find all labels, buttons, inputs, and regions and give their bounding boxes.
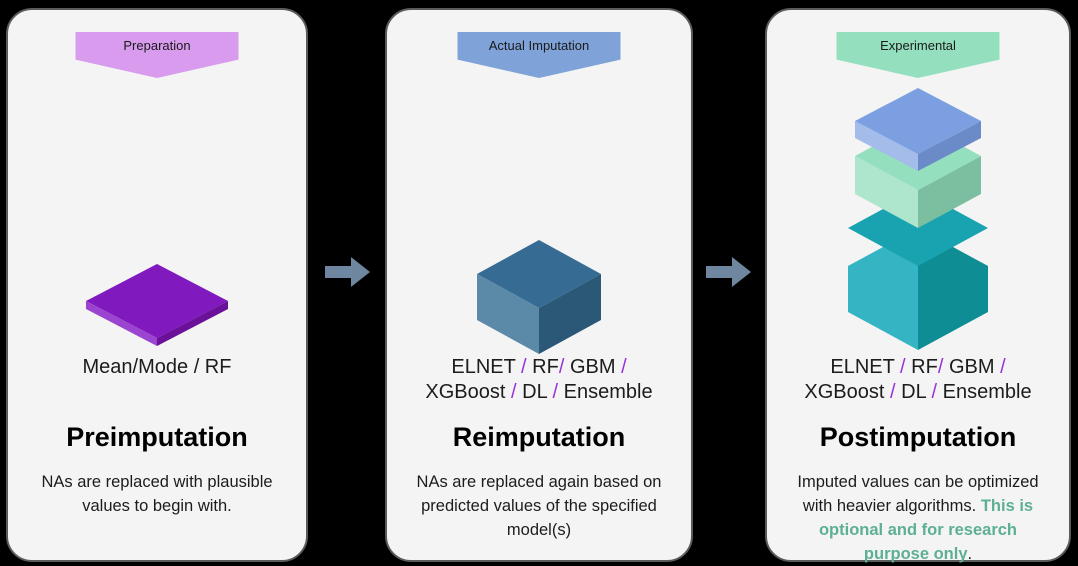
arrow-preimputation-to-reimputation	[325, 255, 371, 289]
graphic-blue-cube	[475, 238, 603, 356]
graphic-stacked-cubes	[845, 88, 991, 350]
heading-postimputation: Postimputation	[819, 422, 1017, 452]
arrow-reimputation-to-postimputation	[706, 255, 752, 289]
banner-experimental: Experimental	[836, 32, 1000, 78]
description-preimputation: NAs are replaced with plausible values t…	[41, 473, 273, 515]
banner-actual-imputation: Actual Imputation	[457, 32, 621, 78]
panel-postimputation: Experimental	[765, 8, 1071, 563]
description-postimputation: Imputed values can be optimized with hea…	[797, 473, 1039, 563]
models-list-postimputation: ELNET / RF/ GBM /XGBoost / DL / Ensemble	[804, 356, 1032, 403]
banner-preparation: Preparation	[75, 32, 239, 78]
panel-reimputation: Actual Imputation ELNET / RF/ GBM /XGBoo…	[385, 8, 693, 562]
periwinkle-slab	[855, 88, 981, 171]
panel-preimputation: Preparation Mean/Mode / RF Preimputation…	[6, 8, 308, 562]
heading-preimputation: Preimputation	[66, 422, 248, 452]
graphic-purple-slab-cube	[84, 262, 230, 348]
banner-experimental-label: Experimental	[880, 38, 956, 53]
banner-actual-imputation-label: Actual Imputation	[488, 38, 590, 53]
description-reimputation: NAs are replaced again based on predicte…	[416, 473, 662, 539]
models-list-reimputation: ELNET / RF/ GBM /XGBoost / DL / Ensemble	[425, 356, 653, 403]
heading-reimputation: Reimputation	[452, 422, 626, 452]
models-list-preimputation: Mean/Mode / RF	[82, 356, 232, 378]
banner-preparation-label: Preparation	[123, 38, 191, 53]
